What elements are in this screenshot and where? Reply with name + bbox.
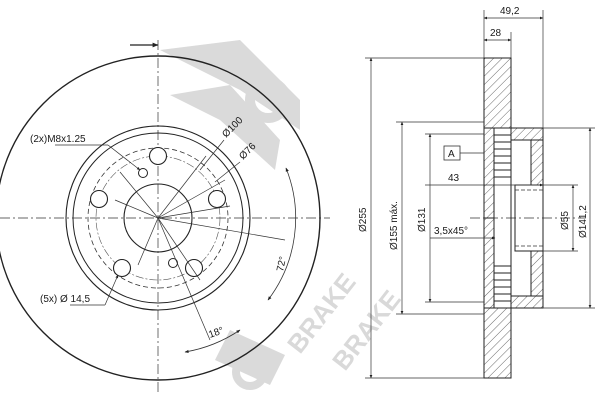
outer-diameter-label: Ø255 [358,207,369,232]
radial-line [114,199,159,219]
hat-diameter-label: Ø131 [417,207,428,232]
angle-18-label: 18° [207,325,225,341]
hat-wall-bottom [530,250,544,297]
leader-thread-diag [107,144,141,171]
hat-outer-circle [72,132,244,304]
bolt-hole [89,189,109,209]
rotor-section-bottom [483,307,512,379]
radial-line [157,179,226,219]
leader-hub [214,161,241,183]
bolt-hole [148,146,168,166]
radial-line [157,155,207,219]
radial-line [157,217,201,281]
center-bore [123,183,193,253]
max-diameter-label: Ø155 máx. [389,201,400,250]
bolt-hole [207,189,227,209]
leader-boltholes-diag [104,274,119,306]
offset-label: 43 [448,173,460,184]
watermark-logo [160,40,300,390]
bolt-holes-label: (5x) Ø 14,5 [40,294,90,305]
rotor-section-top [483,57,512,129]
datum-label: A [448,149,455,160]
radial-line [137,217,159,266]
hat-section-bottom [510,295,544,309]
threaded-hole [138,168,148,178]
bolt-hole [184,258,204,278]
chamfer-label: 3,5x45° [434,226,468,237]
leader-pcd [199,139,225,171]
radial-line [119,171,159,219]
side-view: 49,2 28 A 43 3,5x45° Ø255 Ø155 máx. Ø131… [358,6,595,379]
rotor-section-mid-bottom [483,217,495,309]
rotor-section-mid-top [483,127,495,219]
watermark: BRAKE BRAKE [160,40,407,390]
disc-inner-friction-edge [65,125,251,311]
angle-arc-18 [184,329,241,353]
disc-thickness-label: 28 [490,28,502,39]
disc-outer-edge [0,55,321,381]
center-bore-label: Ø55 [560,211,571,230]
angle-arc-72 [267,167,296,301]
angle-72-label: 72° [275,256,289,273]
flange-diameter-label: Ø141,2 [578,205,589,238]
overall-width-label: 49,2 [500,6,520,17]
hat-wall-top [530,139,544,186]
vent-ribs [494,127,512,309]
radial-line [157,205,231,219]
bolt-hole [112,258,132,278]
radial-line [157,217,286,241]
radial-line [157,217,211,341]
thread-label: (2x)M8x1.25 [30,134,86,145]
hat-section-top [510,127,544,141]
